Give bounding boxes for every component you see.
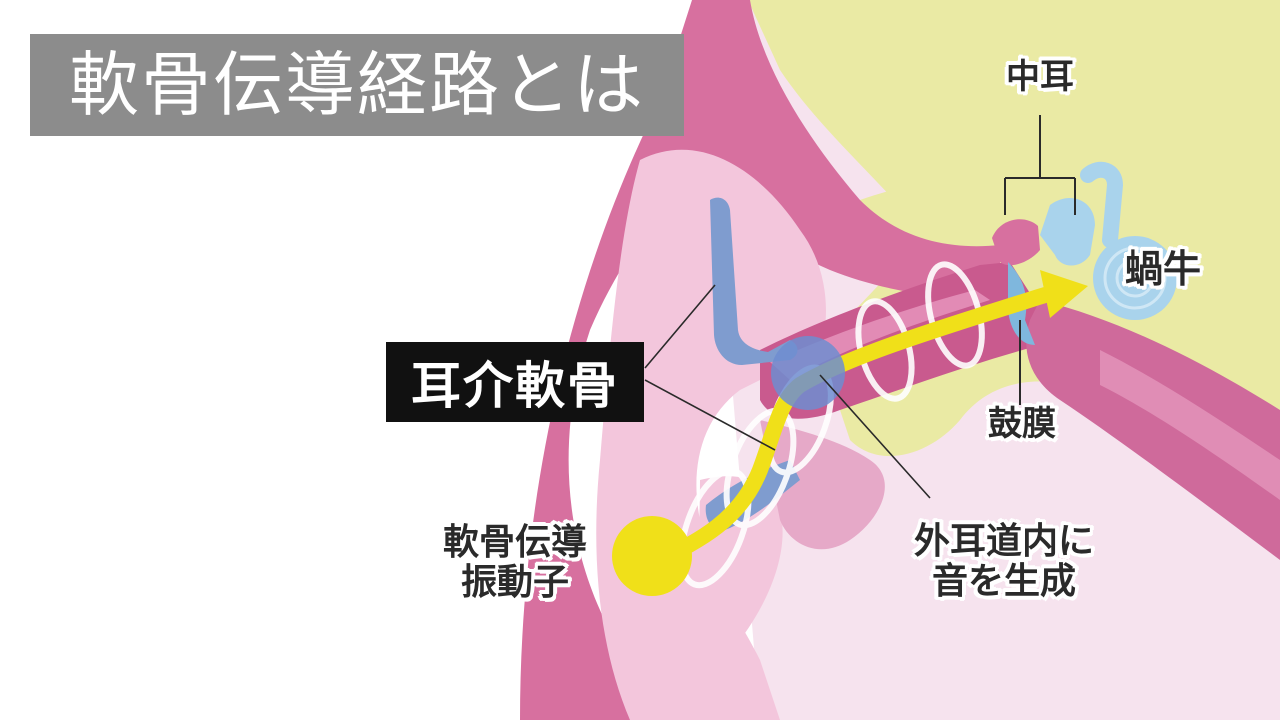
label-external-canal-line2: 音を生成 <box>931 561 1076 603</box>
eustachian-tube <box>1026 300 1280 560</box>
middle-ear-bracket <box>1004 115 1076 215</box>
label-eardrum: 鼓膜 <box>988 404 1056 444</box>
eustachian-tube-inner <box>1100 350 1280 500</box>
cartilage-upper <box>710 197 798 365</box>
page-title: 軟骨伝導経路とは <box>69 44 645 126</box>
label-middle-ear: 中耳 <box>1006 57 1074 97</box>
label-vibrator-line2: 振動子 <box>460 562 569 604</box>
label-auricular-cartilage: 耳介軟骨 <box>386 342 644 422</box>
label-external-canal-line1: 外耳道内に <box>913 521 1094 562</box>
canal-entrance-sphere <box>771 336 845 410</box>
leader-lines <box>644 284 931 499</box>
label-cochlea: 蝸牛 <box>1124 247 1201 291</box>
label-vibrator: 軟骨伝導 振動子 <box>420 522 610 604</box>
title-banner: 軟骨伝導経路とは <box>30 34 684 136</box>
vibrator-disc <box>612 516 692 596</box>
cochlea-shape <box>1080 161 1177 320</box>
conduction-arrowhead <box>1040 270 1088 318</box>
label-external-canal: 外耳道内に 音を生成 <box>888 521 1120 603</box>
ossicles <box>992 197 1095 345</box>
label-vibrator-line1: 軟骨伝導 <box>442 522 587 563</box>
